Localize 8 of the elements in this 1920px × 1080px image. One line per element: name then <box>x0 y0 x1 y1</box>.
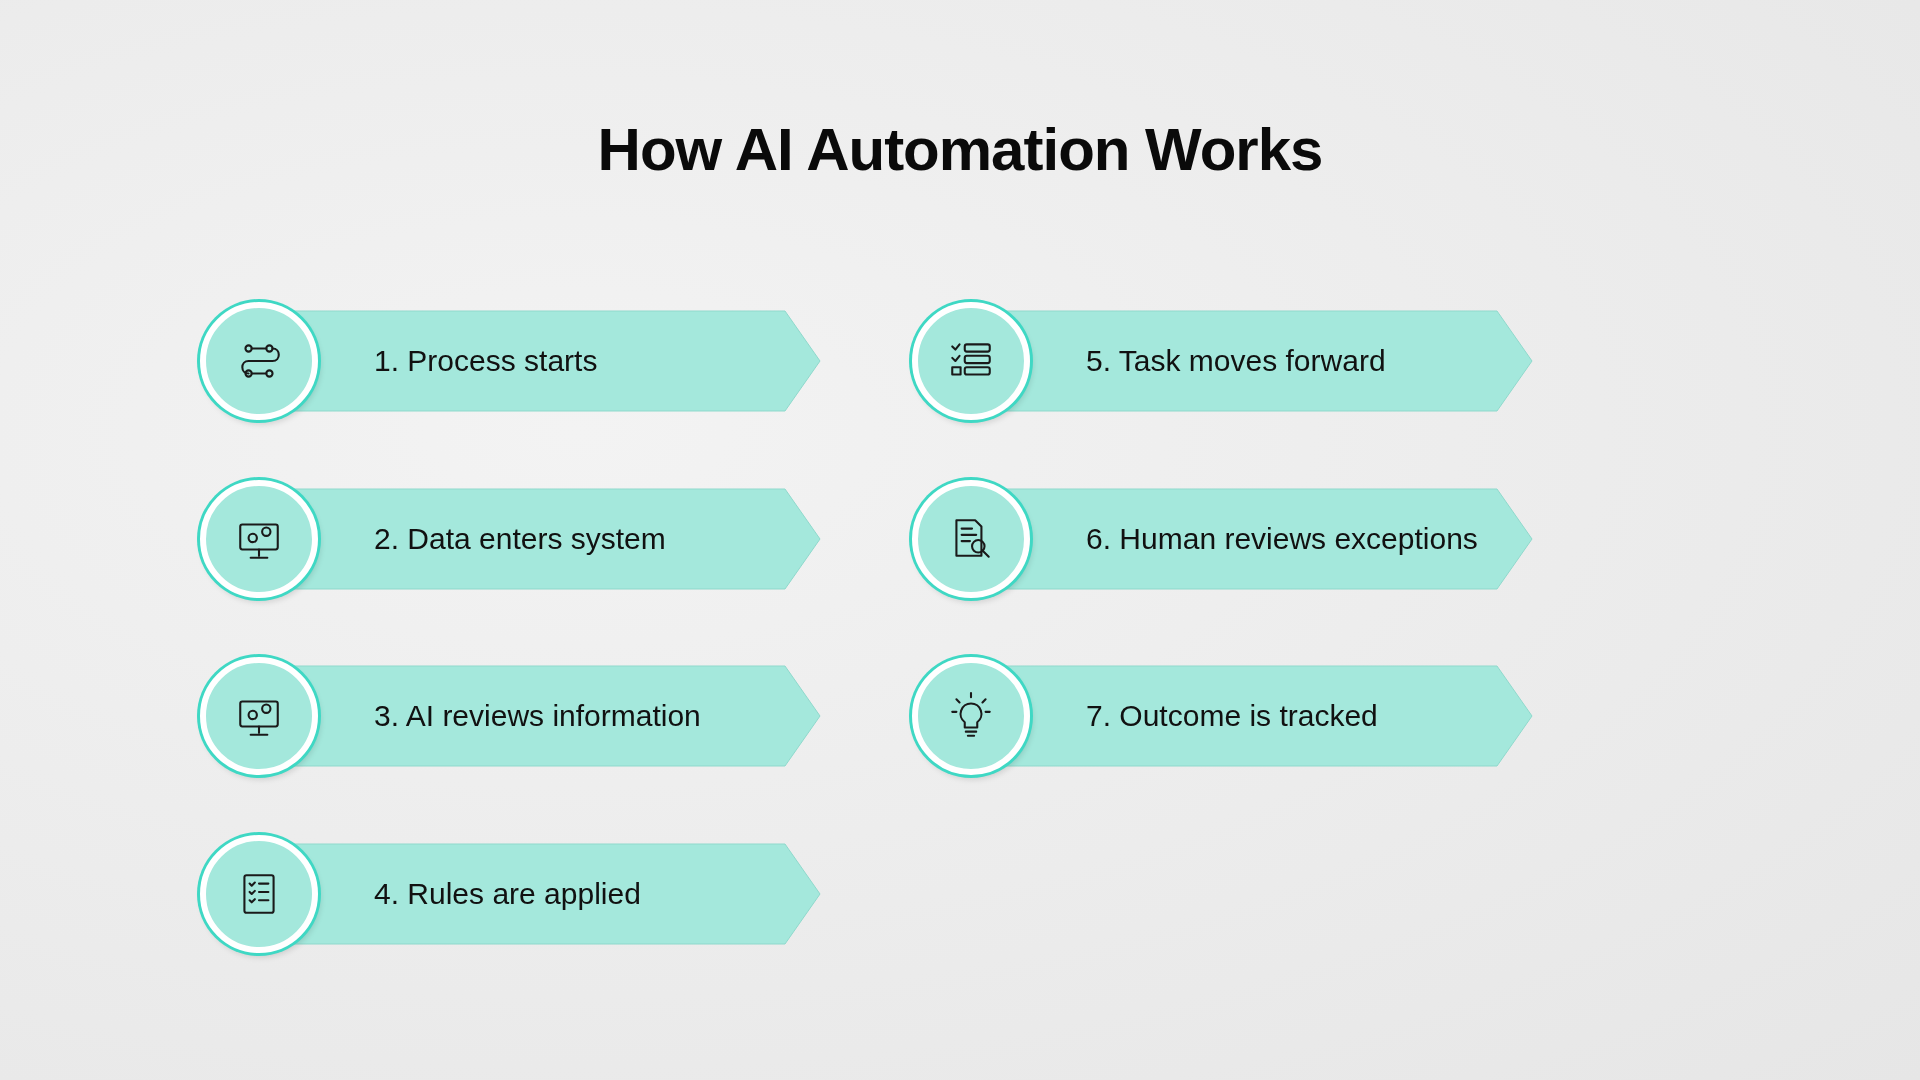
step-label: 4. Rules are applied <box>374 877 641 911</box>
step-label: 2. Data enters system <box>374 522 666 556</box>
step-label: 1. Process starts <box>374 344 598 378</box>
step-label: 7. Outcome is tracked <box>1086 699 1378 733</box>
step-label: 3. AI reviews information <box>374 699 701 733</box>
step-label: 6. Human reviews exceptions <box>1086 522 1478 556</box>
step-label: 5. Task moves forward <box>1086 344 1386 378</box>
title: How AI Automation Works <box>596 115 1324 184</box>
